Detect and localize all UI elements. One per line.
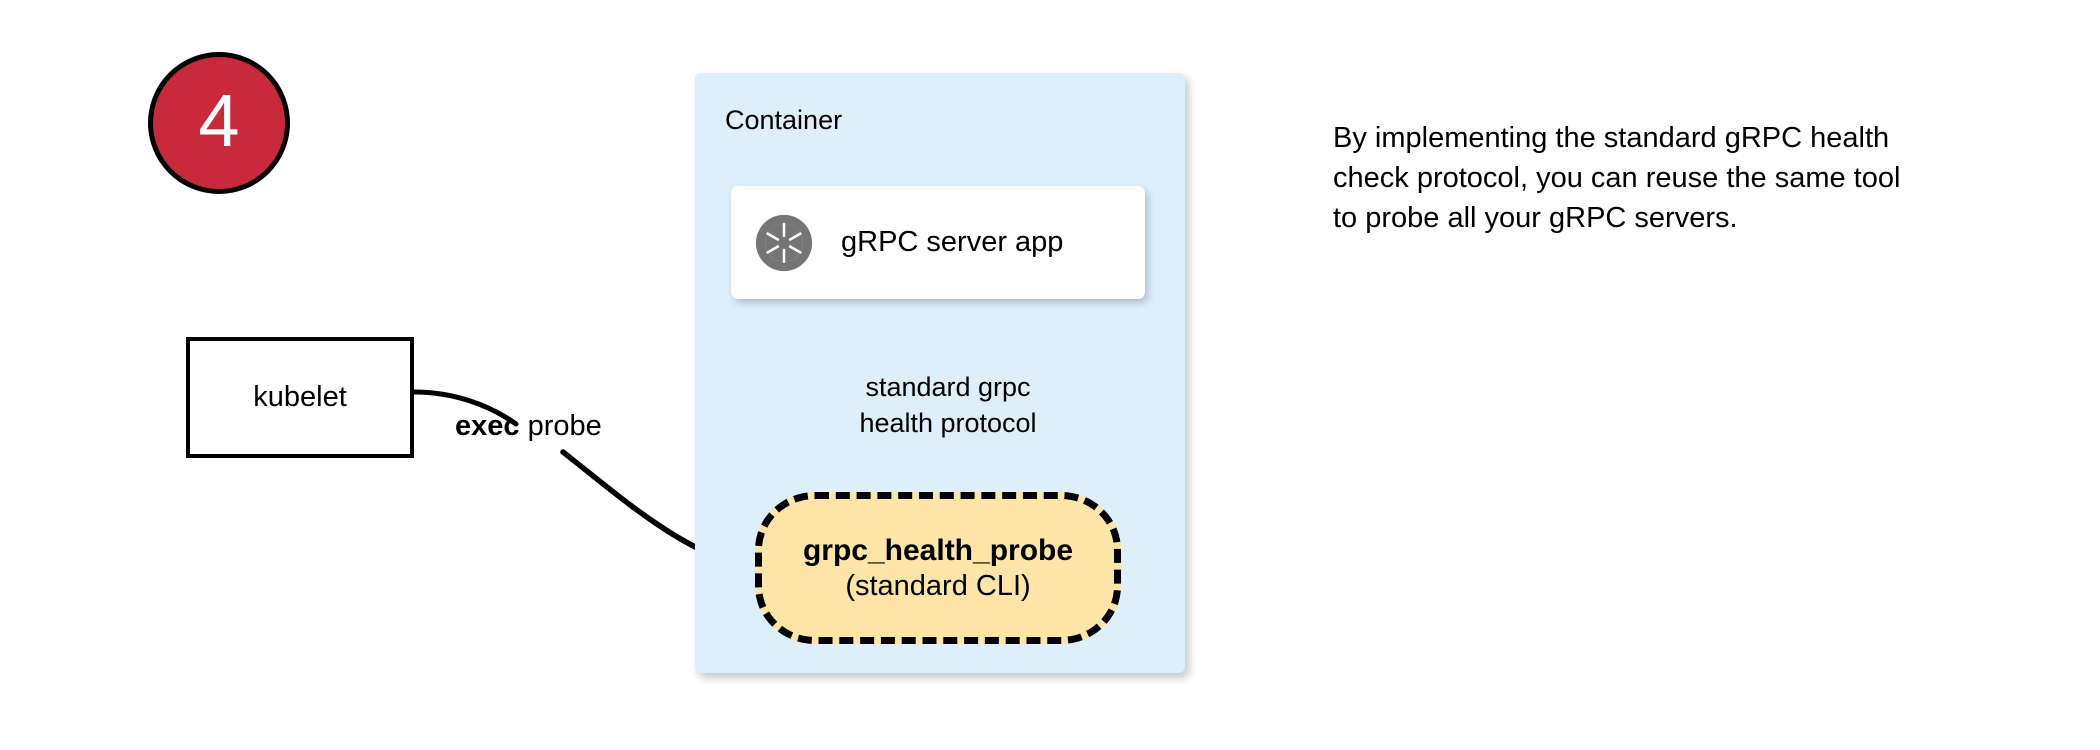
protocol-edge-label-line2: health protocol	[859, 407, 1037, 438]
grpc-health-probe-title: grpc_health_probe	[802, 534, 1074, 568]
grpc-health-probe-node: grpc_health_probe (standard CLI)	[755, 492, 1121, 644]
protocol-edge-label-line1: standard grpc	[865, 372, 1031, 402]
grpc-health-probe-subtitle: (standard CLI)	[845, 569, 1031, 602]
exec-probe-edge-label-bold: exec	[455, 410, 520, 442]
step-badge: 4	[148, 52, 290, 194]
exec-probe-edge-label-rest: probe	[519, 410, 602, 442]
container-label: Container	[725, 105, 843, 135]
grpc-server-app-label: gRPC server app	[841, 226, 1064, 258]
grpc-server-app-card: gRPC server app	[731, 186, 1145, 299]
kubelet-node: kubelet	[186, 337, 414, 458]
annotation-text: By implementing the standard gRPC health…	[1333, 122, 1901, 235]
aperture-icon	[753, 212, 815, 274]
exec-probe-edge-label: exec probe	[455, 410, 602, 443]
kubelet-label: kubelet	[253, 381, 347, 413]
step-badge-number: 4	[198, 79, 240, 162]
protocol-edge-label: standard grpc health protocol	[838, 370, 1058, 442]
